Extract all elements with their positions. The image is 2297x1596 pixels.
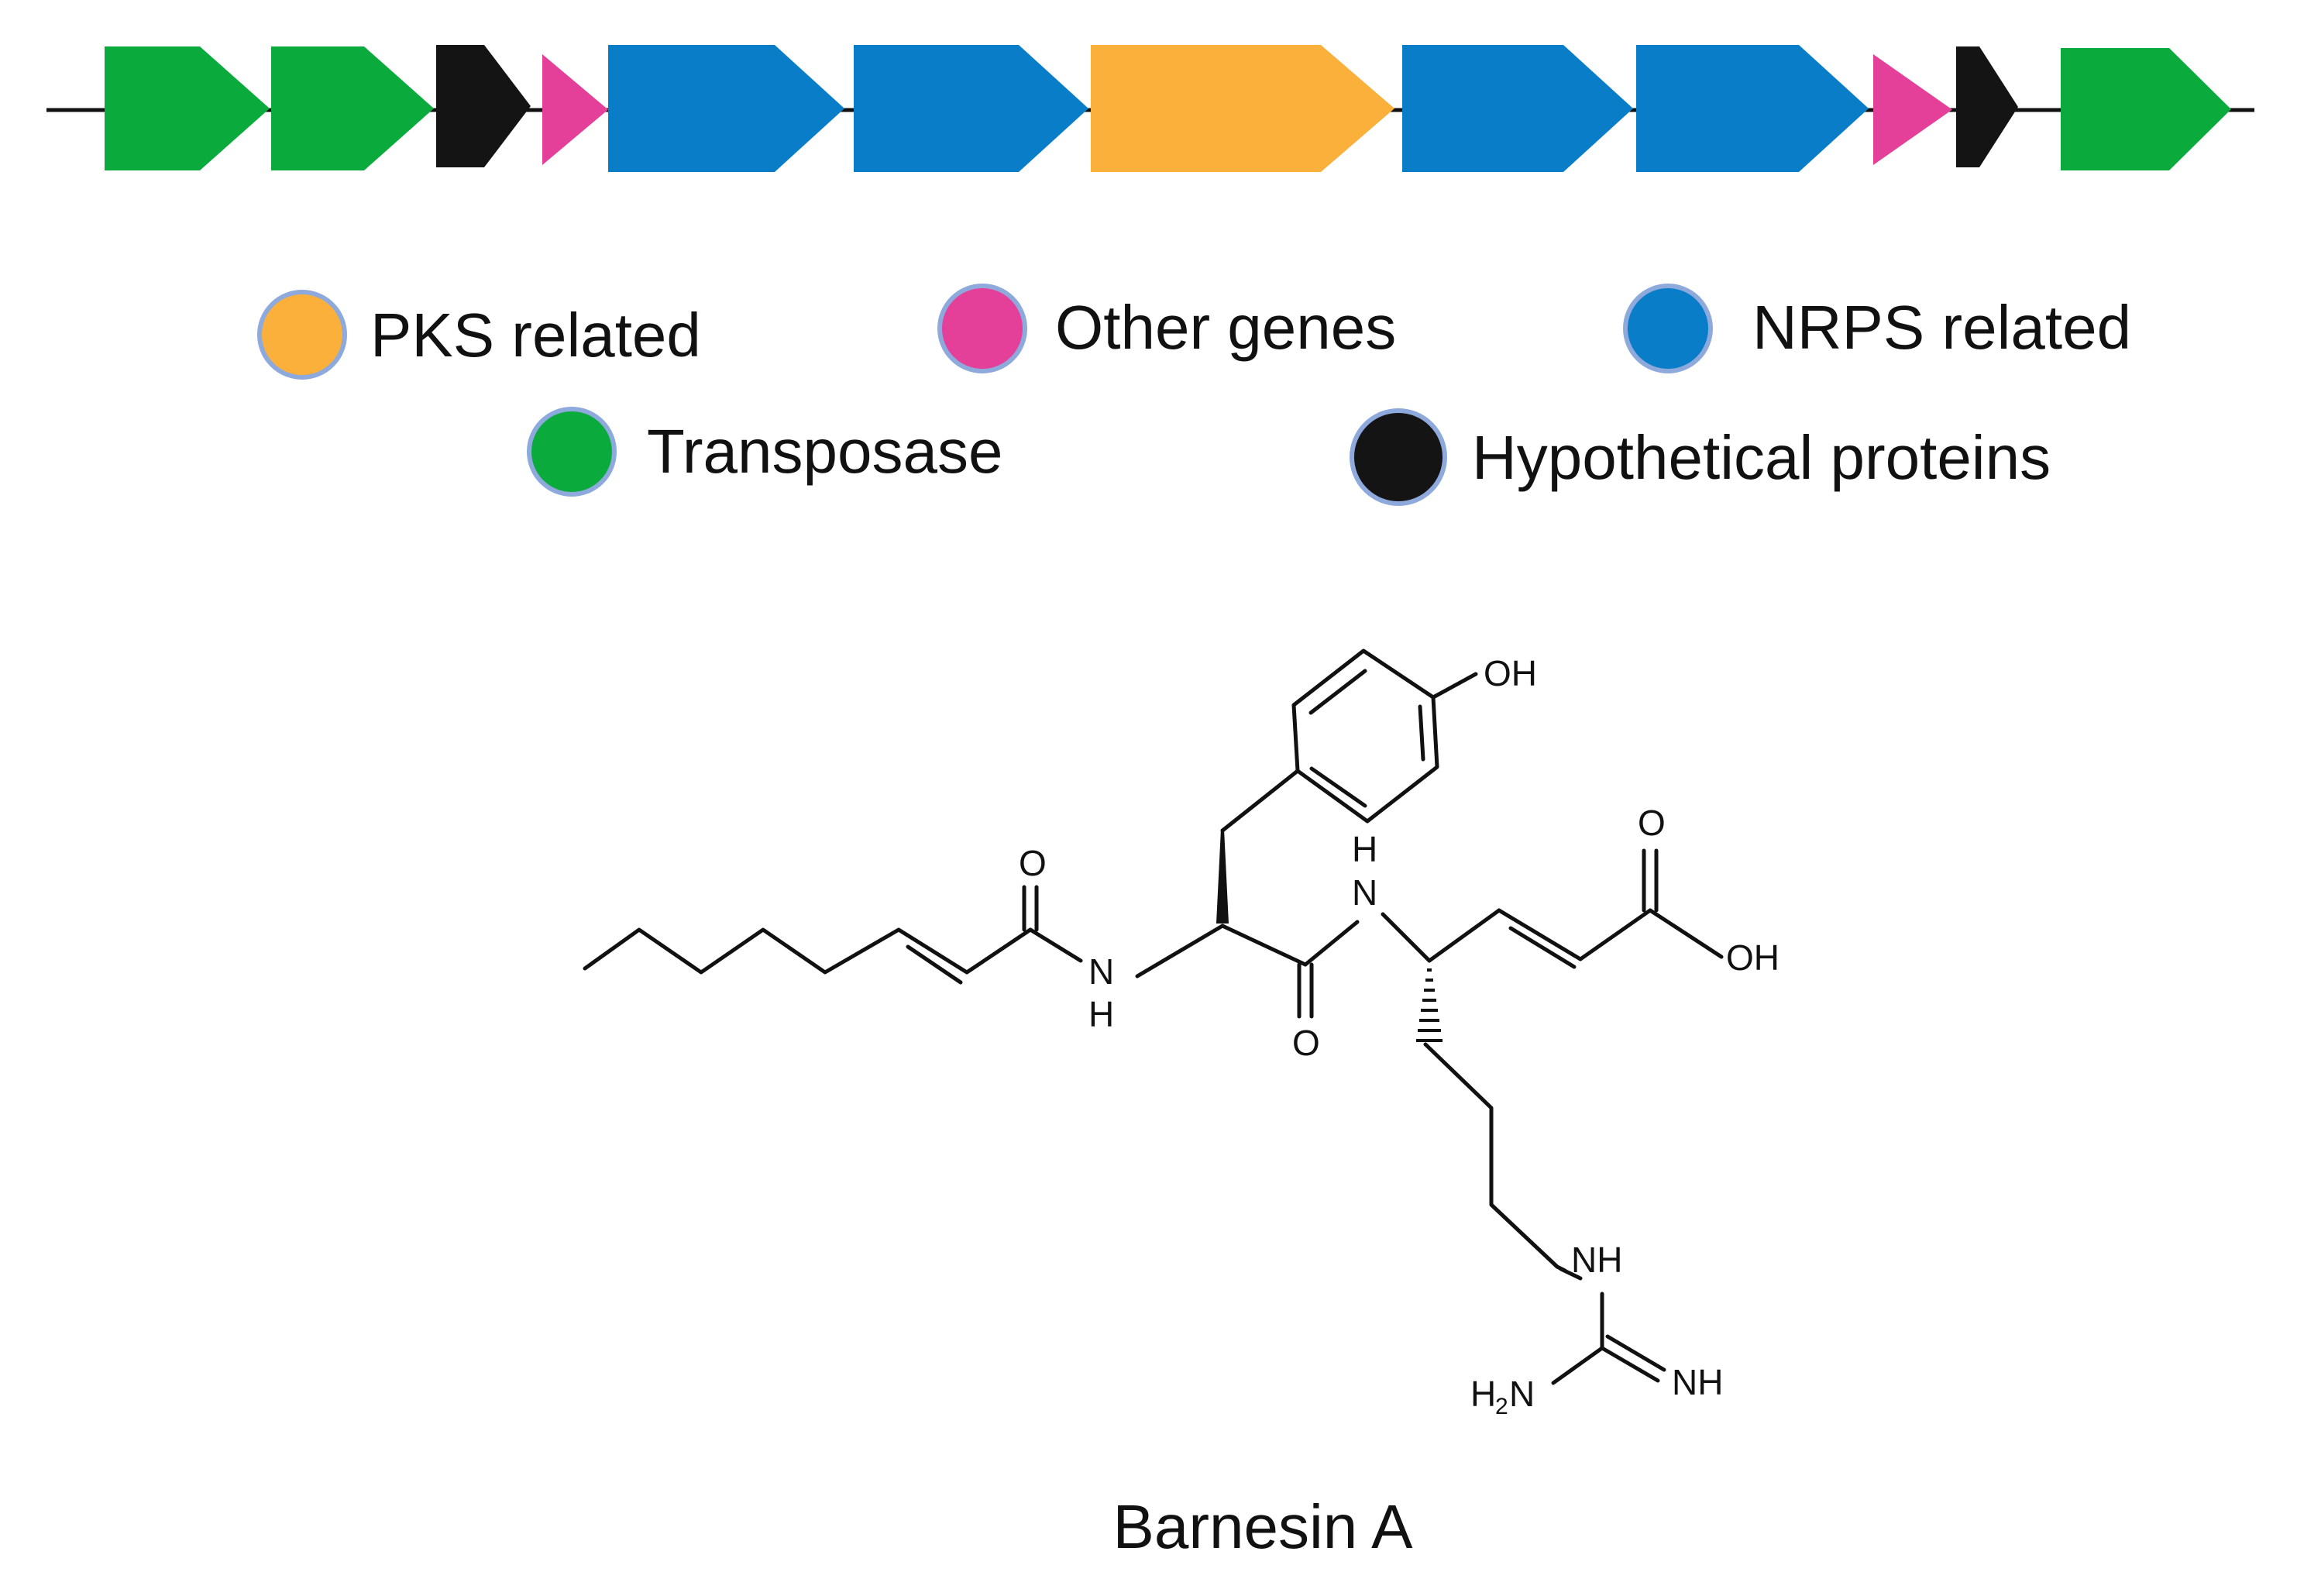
gene-arrow-nrps [854, 45, 1088, 172]
blue-circle-icon [1623, 284, 1713, 373]
atom-label-h2n: H 2 N [1470, 1374, 1535, 1419]
legend-item-hypothetical: Hypothetical proteins [1350, 408, 2051, 506]
gene-arrow-nrps [608, 45, 844, 172]
green-circle-icon [527, 407, 617, 497]
legend-item-pks: PKS related [257, 290, 701, 380]
gene-arrow-nrps [1636, 45, 1869, 172]
gene-arrow-other [1873, 54, 1952, 165]
hashed-bond [1416, 968, 1443, 1042]
atom-label-h2n-h: H [1470, 1374, 1496, 1414]
atom-label-h2n-subscript: 2 [1495, 1394, 1508, 1419]
atom-label-o-acyl: O [1019, 843, 1047, 883]
black-circle-icon [1350, 408, 1447, 506]
legend-label-hypothetical: Hypothetical proteins [1472, 423, 2051, 492]
atom-label-oh-phenol: OH [1484, 653, 1537, 693]
legend-item-other: Other genes [937, 284, 1396, 373]
wedge-bond [1216, 829, 1229, 924]
legend-label-transposase: Transposase [647, 417, 1003, 486]
pink-circle-icon [937, 284, 1027, 373]
legend-item-transposase: Transposase [527, 407, 1003, 497]
gene-arrow-transposase [2061, 48, 2231, 170]
gene-arrow-nrps [1402, 45, 1633, 172]
legend-label-pks: PKS related [370, 301, 701, 370]
bonds [583, 648, 1724, 1385]
atom-label-oh-acid: OH [1726, 937, 1779, 978]
atom-label-nh-guanidine: NH [1571, 1240, 1622, 1280]
atom-label-n-top: N [1352, 872, 1377, 913]
atom-label-o-lower: O [1292, 1023, 1320, 1063]
gene-arrow-transposase [105, 46, 270, 170]
gene-arrow-hypothetical [1956, 46, 2018, 167]
gene-arrow-other [542, 54, 608, 165]
atom-label-o-acid: O [1638, 803, 1666, 843]
atom-label-h-top: H [1352, 829, 1377, 869]
legend-item-nrps: NRPS related [1623, 284, 2131, 373]
molecule-name-caption: Barnesin A [1113, 1492, 1414, 1561]
gene-arrow-pks [1091, 45, 1394, 172]
orange-circle-icon [257, 290, 347, 380]
legend-label-nrps: NRPS related [1752, 293, 2131, 362]
atom-label-n-amide: N [1088, 951, 1114, 992]
gene-arrows [105, 45, 2231, 172]
atom-label-nh-imine: NH [1672, 1362, 1723, 1402]
atom-label-h-amide: H [1088, 994, 1114, 1034]
legend: PKS related Other genes NRPS related Tra… [257, 284, 2131, 506]
legend-label-other: Other genes [1055, 293, 1396, 362]
chemical-structure: OH H N O OH O N H O NH H 2 N NH [583, 648, 1779, 1419]
atom-label-h2n-n: N [1509, 1374, 1535, 1414]
gene-arrow-transposase [271, 46, 434, 170]
gene-arrow-hypothetical [436, 45, 531, 167]
gene-cluster [46, 45, 2254, 172]
